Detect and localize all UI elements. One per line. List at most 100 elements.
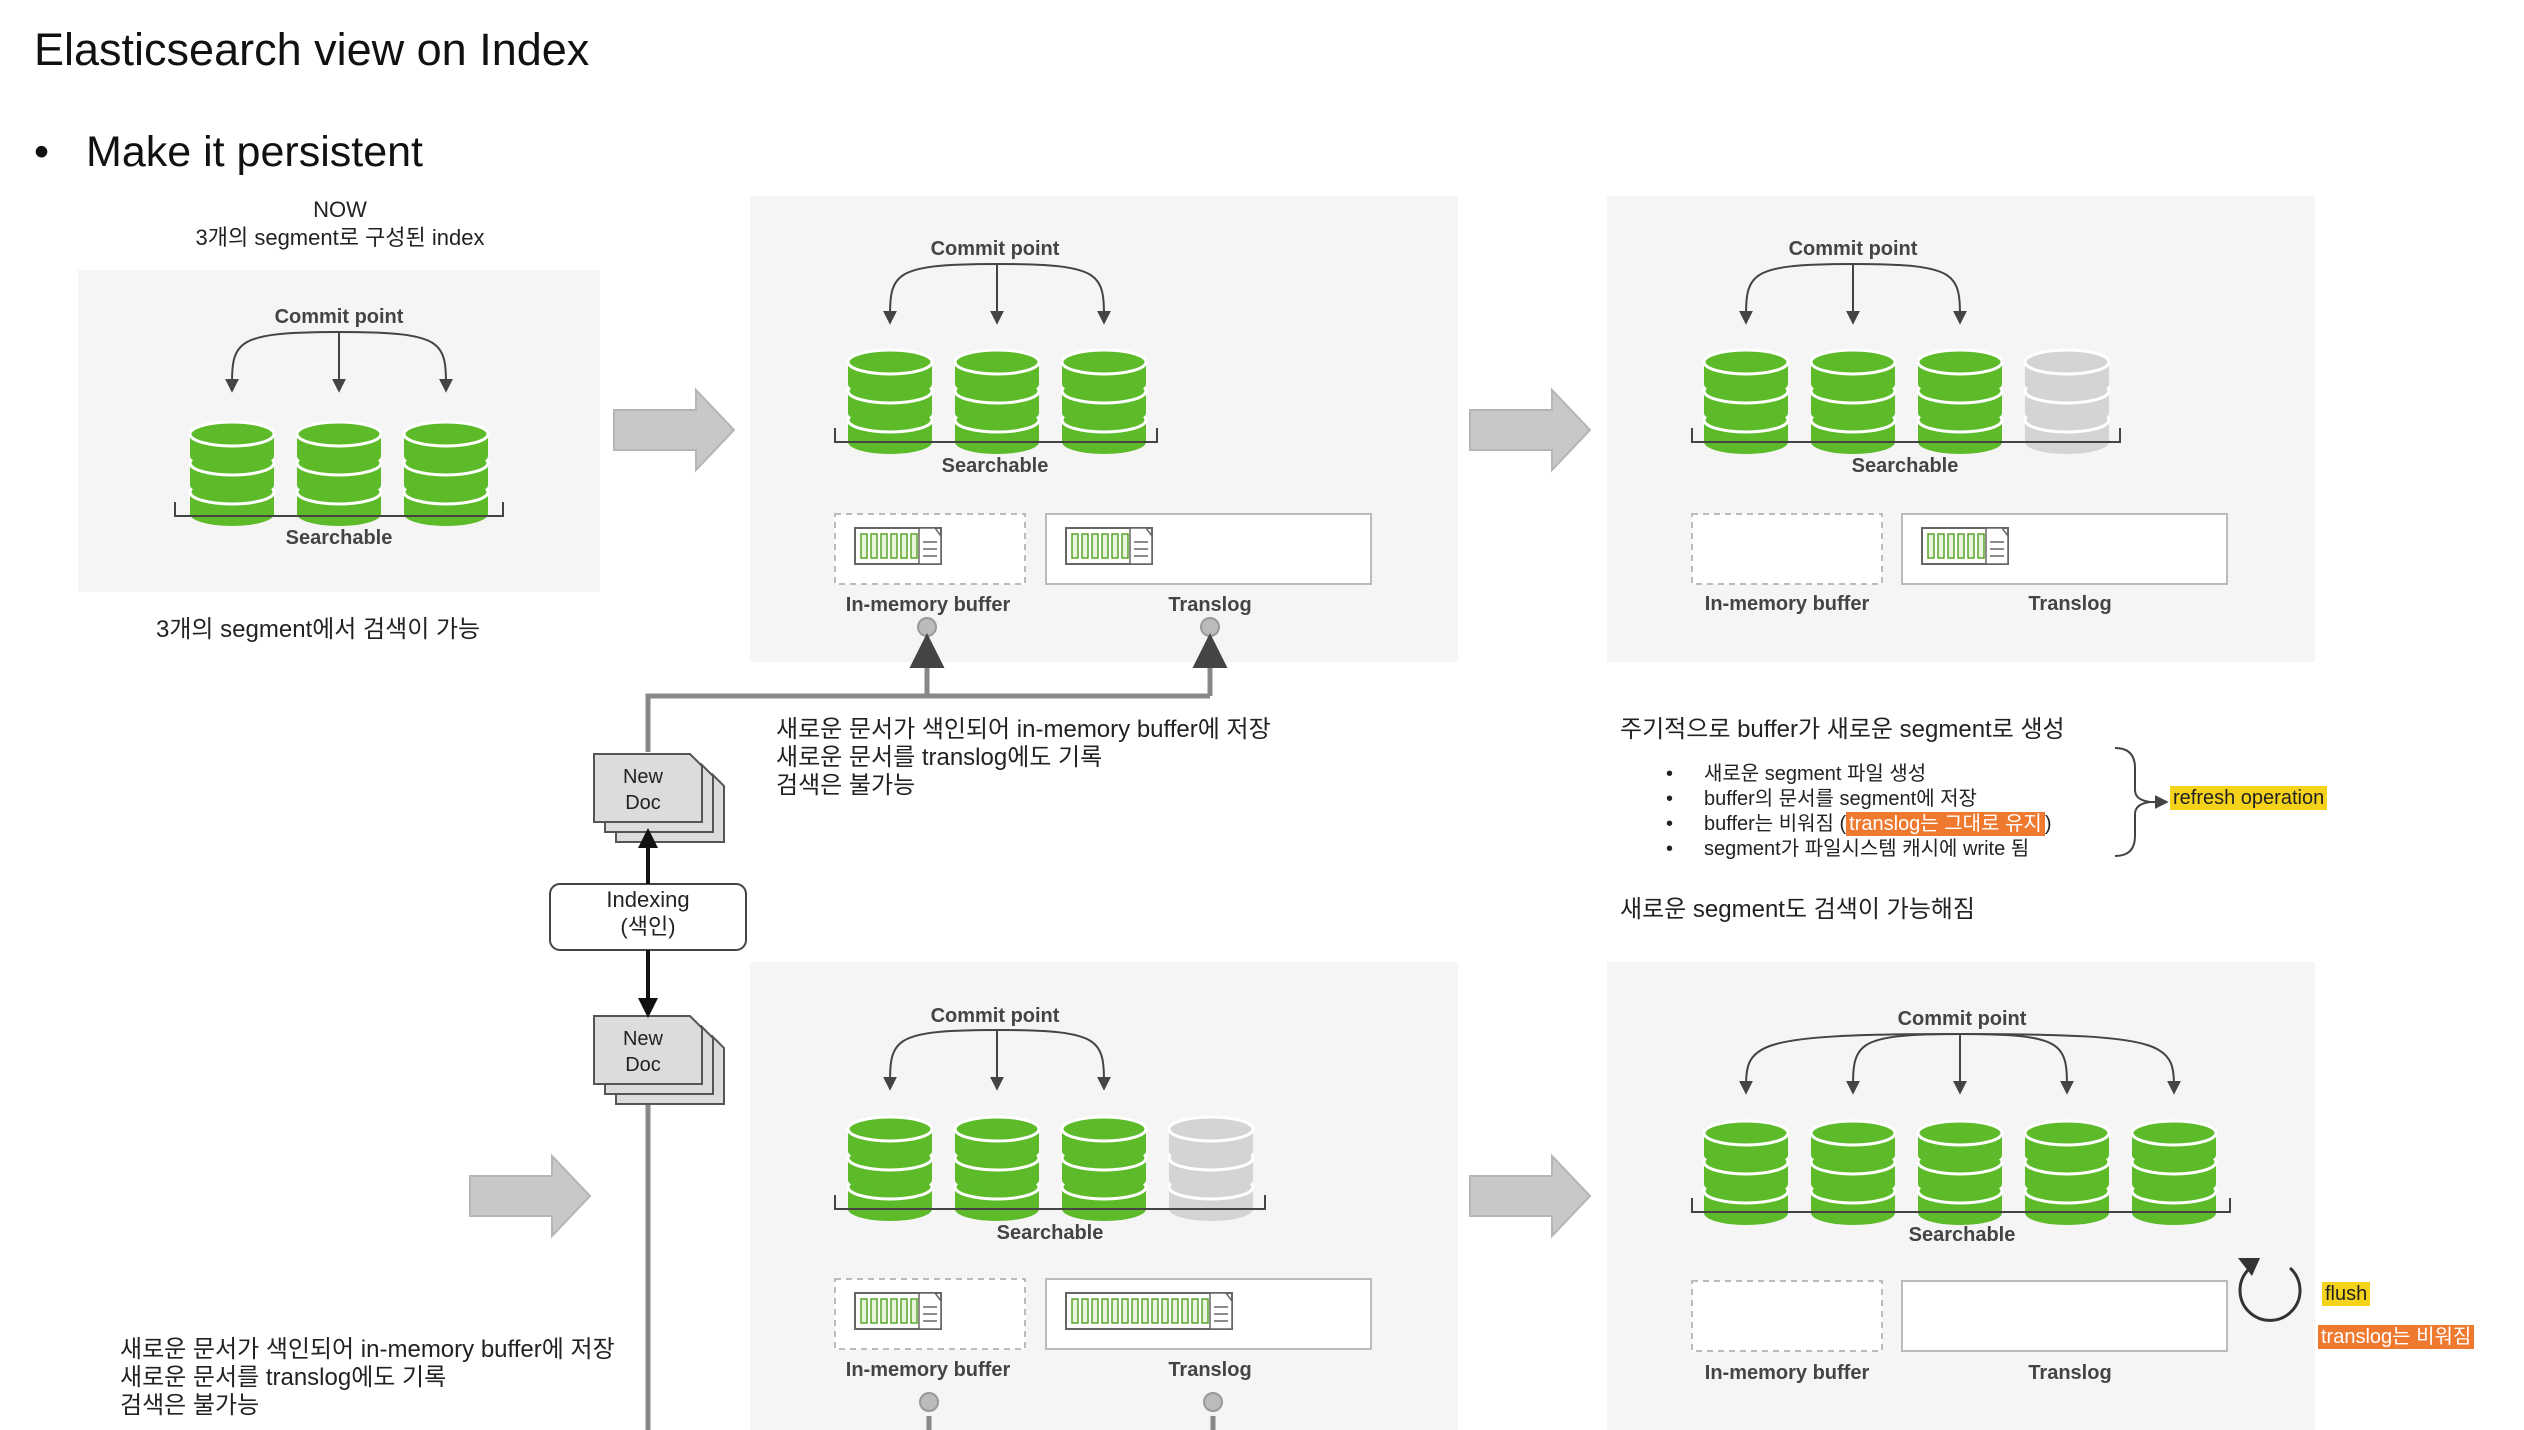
searchable-bracket (174, 502, 504, 517)
commit-arrow (996, 263, 1111, 325)
indexing-note-bottom: 새로운 문서가 색인되어 in-memory buffer에 저장 새로운 문서… (120, 1336, 615, 1419)
block-arrow-right-icon (1469, 387, 1592, 473)
flush-note: translog는 비워짐 (2318, 1325, 2475, 1350)
refresh-item: •segment가 파일시스템 캐시에 write 됨 (1666, 838, 2030, 860)
searchable-label: Searchable (996, 1222, 1104, 1244)
rotate-arrow-icon (2238, 1266, 2302, 1322)
connector-dot (919, 1392, 939, 1412)
searchable-label: Searchable (1851, 455, 1959, 477)
searchable-bracket (834, 428, 1158, 443)
refresh-operation-label: refresh operation (2170, 786, 2328, 811)
commit-arrow (338, 331, 453, 393)
commit-point-label: Commit point (274, 306, 404, 328)
indexing-label: Indexing (색인) (606, 887, 690, 939)
in-memory-buffer-box (1691, 1280, 1883, 1352)
now-index-desc: 3개의 segment로 구성된 index (195, 225, 485, 250)
new-doc-stack-icon (593, 1015, 725, 1105)
searchable-label: Searchable (941, 455, 1049, 477)
commit-arrow (1959, 1033, 2074, 1095)
document-stack-icon (1921, 527, 2009, 565)
searchable-bracket (1691, 1198, 2231, 1213)
refresh-heading: 주기적으로 buffer가 새로운 segment로 생성 (1620, 716, 2065, 743)
commit-arrow (1739, 263, 1854, 325)
commit-point-label: Commit point (930, 238, 1060, 260)
translog-label: Translog (2028, 1362, 2112, 1384)
document-stack-icon (854, 527, 942, 565)
segment-icon (1060, 1115, 1148, 1221)
flush-label: flush (2322, 1282, 2371, 1307)
connector-line (645, 1096, 651, 1430)
connector-dot (1200, 617, 1220, 637)
segment-icon (953, 348, 1041, 454)
commit-arrow (996, 1029, 1111, 1091)
block-arrow-right-icon (1469, 1153, 1592, 1239)
document-stack-icon (1065, 527, 1153, 565)
segment-icon (295, 420, 383, 526)
segment-icon (1916, 1119, 2004, 1225)
refresh-item: •buffer의 문서를 segment에 저장 (1666, 788, 1977, 810)
refresh-item: •새로운 segment 파일 생성 (1666, 763, 1927, 785)
commit-arrow (1846, 1033, 1961, 1095)
in-memory-buffer-label: In-memory buffer (1704, 1362, 1870, 1384)
commit-arrow (1739, 1033, 1961, 1095)
connector-dot (1203, 1392, 1223, 1412)
in-memory-buffer-label: In-memory buffer (845, 594, 1011, 616)
refresh-result: 새로운 segment도 검색이 가능해짐 (1620, 896, 1975, 923)
segment-icon (1060, 348, 1148, 454)
document-stack-icon (854, 1292, 942, 1330)
rotate-arrowhead (2238, 1258, 2260, 1276)
segment-icon (1702, 1119, 1790, 1225)
document-stack-icon (1065, 1292, 1233, 1330)
segment-icon (402, 420, 490, 526)
bullet-item: • Make it persistent (34, 128, 423, 177)
new-segment-icon (2023, 348, 2111, 454)
refresh-item: •buffer는 비워짐 (translog는 그대로 유지) (1666, 812, 2052, 836)
searchable-label: Searchable (285, 527, 393, 549)
commit-arrow (883, 263, 998, 325)
segment-icon (1809, 1119, 1897, 1225)
new-doc-label-top: New Doc (622, 766, 663, 814)
segment-icon (1809, 348, 1897, 454)
indexing-note: 새로운 문서가 색인되어 in-memory buffer에 저장 새로운 문서… (776, 716, 1271, 799)
segment-icon (846, 1115, 934, 1221)
segment-icon (2023, 1119, 2111, 1225)
commit-arrow (1959, 1033, 2181, 1095)
in-memory-buffer-label: In-memory buffer (845, 1359, 1011, 1381)
commit-arrow (883, 1029, 998, 1091)
segment-icon (1916, 348, 2004, 454)
in-memory-buffer-label: In-memory buffer (1704, 593, 1870, 615)
segment-icon (2130, 1119, 2218, 1225)
bracket-icon (2114, 747, 2151, 857)
translog-label: Translog (2028, 593, 2112, 615)
refresh-items: •새로운 segment 파일 생성 •buffer의 문서를 segment에… (1666, 762, 2052, 862)
connector-line (645, 693, 1210, 752)
searchable-bracket (1691, 428, 2121, 443)
now-note: 3개의 segment에서 검색이 가능 (156, 616, 481, 643)
segment-icon (188, 420, 276, 526)
translog-label: Translog (1168, 594, 1252, 616)
block-arrow-right-icon (469, 1153, 592, 1239)
connector-dot (917, 617, 937, 637)
commit-point-label: Commit point (930, 1005, 1060, 1027)
page-title: Elasticsearch view on Index (34, 24, 590, 75)
block-arrow-right-icon (613, 387, 736, 473)
new-doc-label-bottom: New Doc (622, 1028, 663, 1076)
translog-keep-highlight: translog는 그대로 유지 (1846, 812, 2045, 836)
new-segment-icon (1167, 1115, 1255, 1221)
now-caption: NOW 3개의 segment로 구성된 index (175, 196, 505, 252)
bullet-dot-icon: • (34, 128, 50, 176)
segment-icon (1702, 348, 1790, 454)
segment-icon (846, 348, 934, 454)
commit-point-label: Commit point (1788, 238, 1918, 260)
new-doc-stack-icon (593, 753, 725, 843)
in-memory-buffer-box (1691, 513, 1883, 585)
searchable-bracket (834, 1195, 1266, 1210)
bullet-text: Make it persistent (86, 128, 423, 176)
commit-arrow (1852, 263, 1967, 325)
translog-label: Translog (1168, 1359, 1252, 1381)
commit-arrow (225, 331, 340, 393)
segment-icon (953, 1115, 1041, 1221)
now-label: NOW (313, 197, 367, 222)
searchable-label: Searchable (1908, 1224, 2016, 1246)
